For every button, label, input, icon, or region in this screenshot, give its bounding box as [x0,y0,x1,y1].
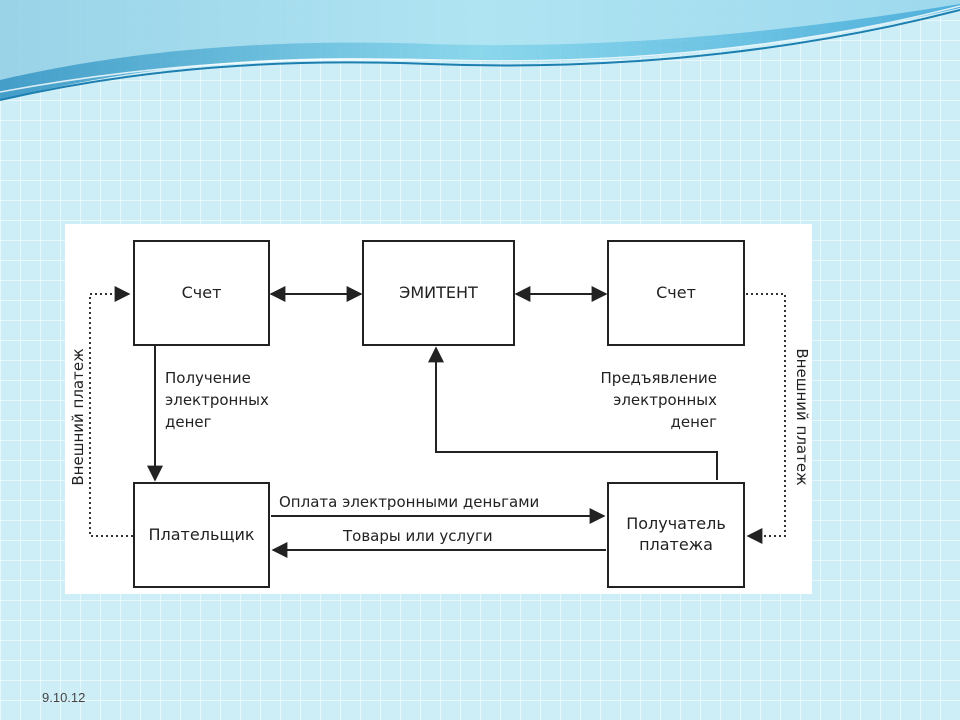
edge-label-present-money: Предъявление электронных денег [600,369,717,431]
diagram-connectors [89,286,786,558]
node-issuer-label: ЭМИТЕНТ [399,282,478,302]
node-recipient-label: Получатель платежа [626,514,726,554]
node-payer-label: Плательщик [148,524,255,544]
node-account-left-label: Счет [181,282,222,302]
node-payer: Плательщик [133,482,270,588]
header-wave [0,0,960,101]
slide-date: 9.10.12 [42,690,86,705]
edge-label-receive-money: Получение электронных денег [165,369,269,431]
node-account-right-label: Счет [656,282,696,302]
node-recipient: Получатель платежа [607,482,745,588]
edge-external-right [746,293,786,544]
edge-recipient-issuer [428,346,718,480]
edge-label-external-right: Внешний платеж [793,348,811,486]
node-account-left: Счет [133,240,270,346]
node-issuer: ЭМИТЕНТ [362,240,515,346]
edge-label-external-left: Внешний платеж [69,348,87,486]
edge-label-pay-emoney: Оплата электронными деньгами [279,493,540,511]
diagram-panel: Счет ЭМИТЕНТ Счет Плательщик Получатель … [65,224,812,594]
edge-external-left [89,286,133,537]
node-account-right: Счет [607,240,745,346]
edge-label-goods-services: Товары или услуги [343,527,493,545]
